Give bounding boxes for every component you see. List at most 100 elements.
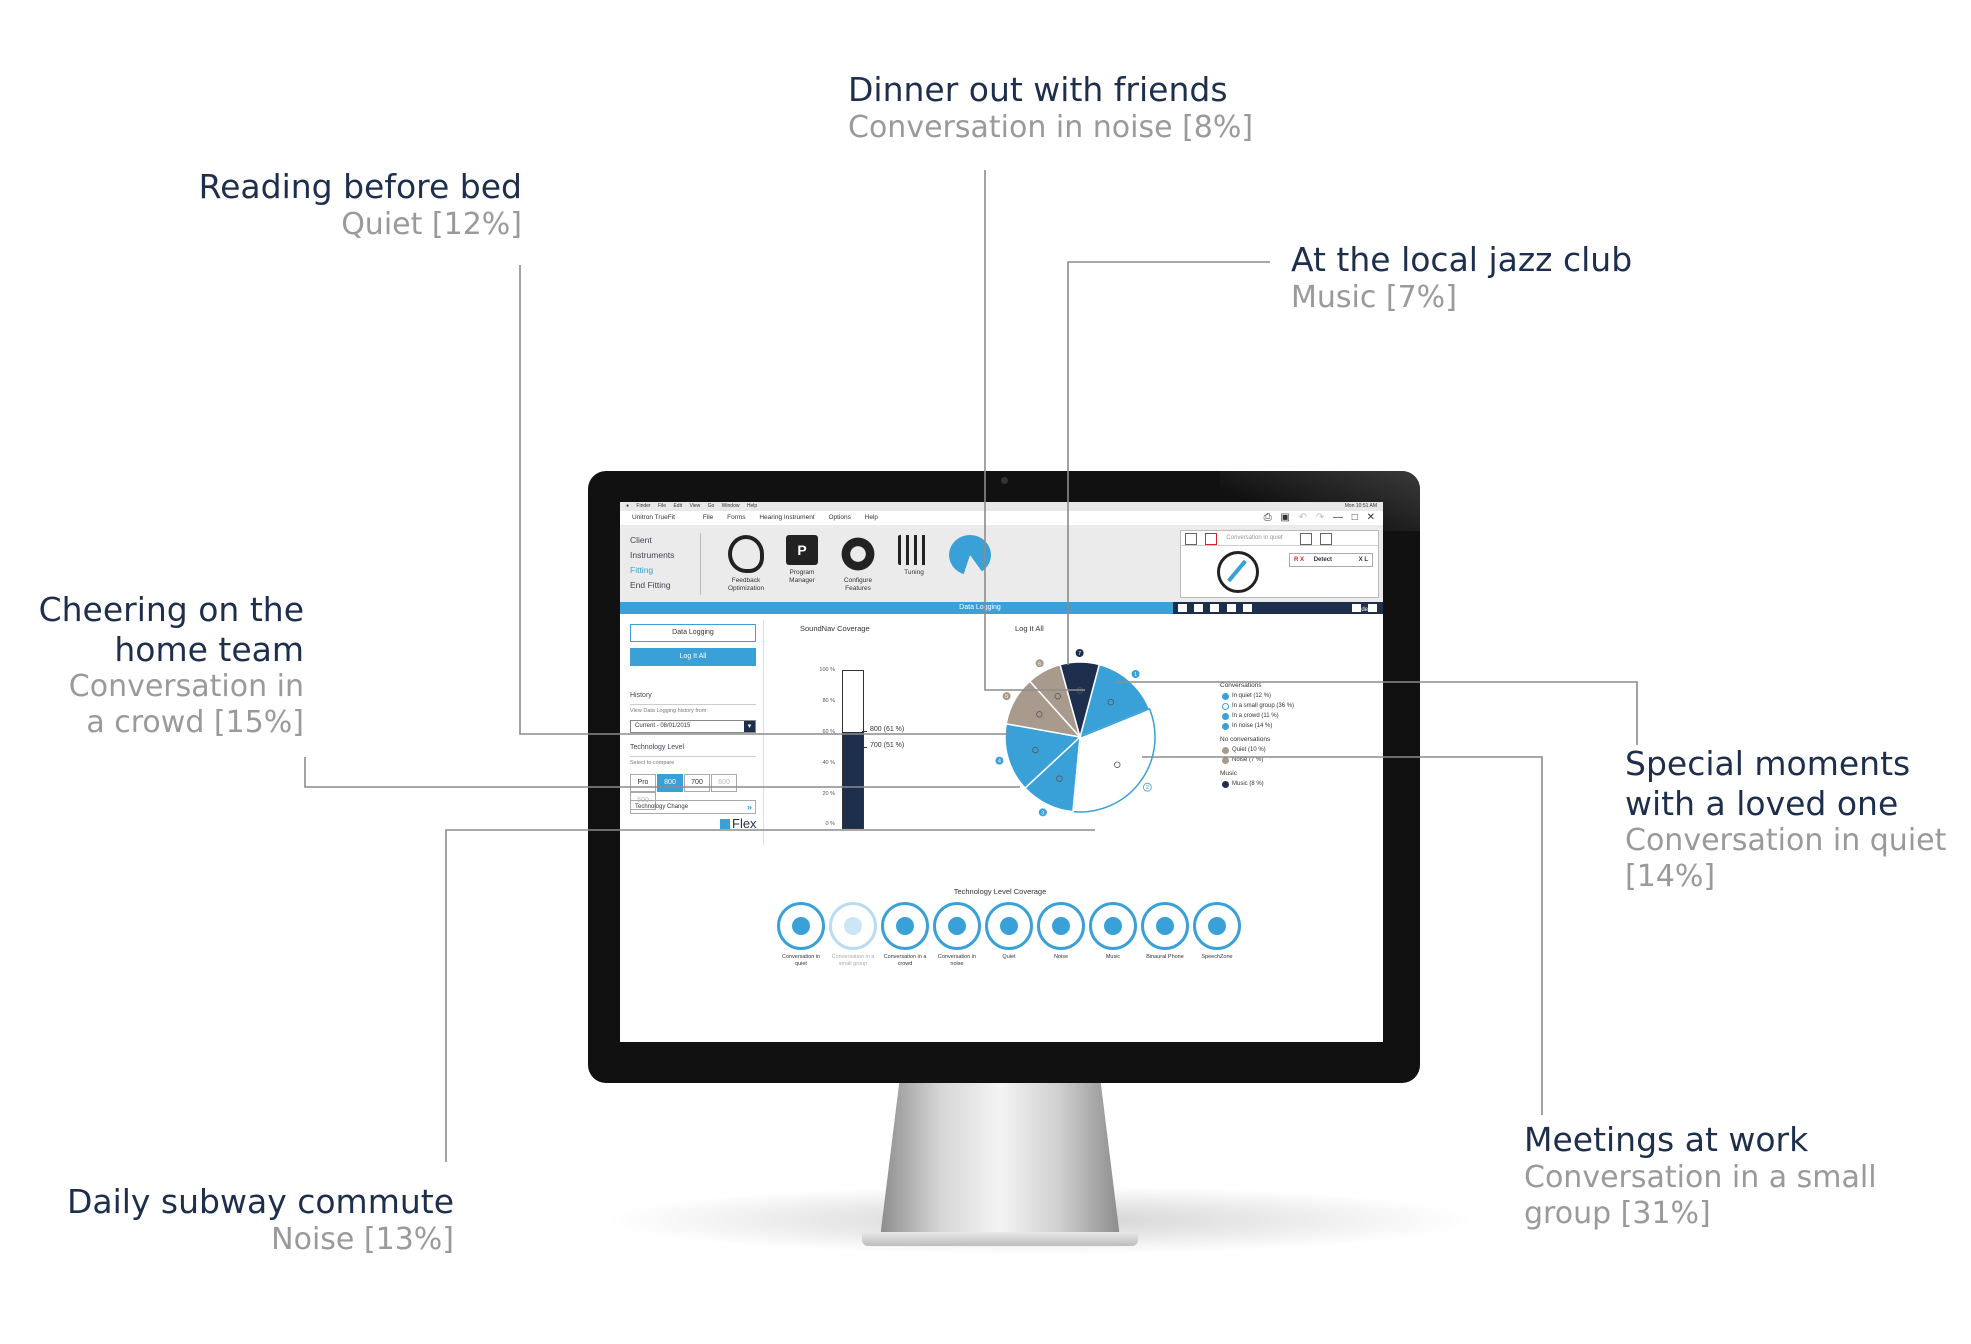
redo-icon[interactable]: ↷: [1315, 512, 1325, 523]
callout-cheering: Cheering on the home team Conversation i…: [20, 590, 304, 741]
tech-level-700[interactable]: 700: [684, 774, 710, 792]
coverage-item-label: Noise: [1053, 954, 1069, 960]
nav-divider: [700, 533, 701, 595]
tuning-icon: [898, 535, 930, 565]
tool-tuning[interactable]: Tuning: [886, 535, 942, 577]
callout-subway: Daily subway commute Noise [13%]: [60, 1182, 454, 1258]
pie-slice-number: 4: [998, 759, 1001, 765]
maximize-icon[interactable]: □: [1351, 512, 1358, 523]
mac-menu-item[interactable]: Window: [721, 503, 740, 509]
callout-jazz: At the local jazz club Music [7%]: [1291, 240, 1632, 316]
callout-subtitle: Noise [13%]: [271, 1221, 454, 1257]
pie-anchor-dot: [1054, 693, 1061, 700]
legend-item: Noise (7 %): [1220, 755, 1380, 765]
conversation-small-group-icon: [829, 902, 877, 950]
list-icon[interactable]: [1194, 604, 1204, 612]
technology-change-button[interactable]: Technology Change »: [630, 800, 756, 814]
data-logging-sidebar: Data Logging Log It All History View Dat…: [630, 624, 758, 844]
pie-slice-number: 1: [1134, 672, 1137, 678]
mac-menu-item[interactable]: Edit: [673, 503, 683, 509]
nav-instruments[interactable]: Instruments: [630, 550, 675, 560]
detect-label: Detect: [1313, 557, 1333, 563]
tech-level-pro[interactable]: Pro: [630, 774, 656, 792]
coverage-item-speechzone[interactable]: SpeechZone: [1186, 902, 1248, 961]
user-icon[interactable]: [1320, 533, 1333, 545]
mac-menu-item[interactable]: View: [689, 503, 701, 509]
close-icon[interactable]: ✕: [1366, 512, 1375, 523]
legend-dot: [1222, 713, 1229, 720]
coverage-item-label: crowd: [897, 961, 913, 967]
conversation-noise-icon: [933, 902, 981, 950]
nav-end-fitting[interactable]: End Fitting: [630, 580, 671, 590]
apple-icon[interactable]: ●: [626, 503, 630, 509]
refresh-icon[interactable]: [1185, 533, 1197, 545]
callout-title-line: Cheering on the: [38, 590, 304, 629]
nav-fitting[interactable]: Fitting: [630, 565, 654, 575]
program-name[interactable]: Conversation in quiet: [1226, 535, 1283, 541]
tool-configure-features[interactable]: Configure Features: [830, 535, 886, 593]
pie-anchor-dot: [1114, 761, 1121, 768]
tool-feedback-optimization[interactable]: Feedback Optimization: [718, 535, 774, 593]
right-ear-indicator: R X: [1294, 557, 1305, 563]
menu-file[interactable]: File: [702, 514, 714, 521]
warning-icon[interactable]: [1210, 604, 1220, 612]
divider: [630, 756, 756, 757]
mac-menu-item[interactable]: File: [658, 503, 667, 509]
quiet-ear-icon: [985, 902, 1033, 950]
speech-icon[interactable]: [1242, 604, 1252, 612]
compass-small-icon[interactable]: [1226, 604, 1236, 612]
mac-menu-item[interactable]: Finder: [636, 503, 651, 509]
menu-help[interactable]: Help: [864, 514, 879, 521]
pie-slice-number: 3: [1041, 810, 1044, 816]
y-tick: 80 %: [822, 698, 835, 704]
legend-heading-conversations: Conversations: [1220, 682, 1262, 689]
left-ear-indicator: X L: [1358, 557, 1368, 563]
record-icon[interactable]: [1204, 533, 1217, 545]
add-icon[interactable]: +: [1368, 604, 1377, 615]
tech-level-600[interactable]: 600: [711, 774, 737, 792]
undo-icon[interactable]: ↶: [1298, 512, 1308, 523]
save-icon[interactable]: ▣: [1280, 512, 1290, 523]
minimize-icon[interactable]: —: [1333, 512, 1343, 523]
print-icon[interactable]: ⎙: [1263, 512, 1272, 523]
callout-subtitle: Conversation in noise [8%]: [848, 109, 1254, 145]
legend-dot: [1222, 693, 1229, 700]
coverage-bar: [842, 670, 864, 829]
mac-menu-item[interactable]: Go: [707, 503, 715, 509]
mac-menu-item[interactable]: Help: [746, 503, 758, 509]
y-tick: 100 %: [819, 667, 835, 673]
menu-forms[interactable]: Forms: [727, 514, 746, 521]
callout-title: At the local jazz club: [1291, 240, 1633, 279]
callout-dinner: Dinner out with friends Conversation in …: [848, 70, 1253, 146]
tool-data-logging[interactable]: [942, 535, 998, 579]
speaker-icon[interactable]: [1300, 533, 1313, 545]
coverage-item-label: quiet: [795, 961, 807, 967]
tool-program-manager[interactable]: P Program Manager: [774, 535, 830, 585]
tech-level-800[interactable]: 800: [657, 774, 683, 792]
coverage-marker-800: [862, 731, 867, 733]
app-screen: ● Finder File Edit View Go Window Help M…: [620, 502, 1383, 1042]
nav-client[interactable]: Client: [630, 535, 652, 545]
ear-icon: [728, 535, 764, 573]
menu-hearing-instrument[interactable]: Hearing Instrument: [759, 514, 815, 521]
coverage-item-label: SpeechZone: [1201, 954, 1233, 960]
person-icon[interactable]: [1178, 604, 1187, 612]
menu-options[interactable]: Options: [828, 514, 851, 521]
pie-slice-number: 7: [1078, 651, 1081, 657]
history-select[interactable]: Current - 08/01/2015 ▾: [630, 720, 756, 733]
detect-box[interactable]: R X Detect X L: [1289, 553, 1373, 567]
pie-anchor-dot: [1056, 775, 1063, 782]
legend-label: In a small group (36 %): [1232, 703, 1295, 709]
pie-anchor-dot: [1107, 698, 1114, 706]
coverage-item-label: Quiet: [1002, 954, 1016, 960]
tech-level-sublabel: Select to compare: [630, 760, 675, 766]
instrument-status-panel: Conversation in quiet R X Detect X L: [1180, 530, 1379, 598]
divider: [630, 704, 756, 705]
pie-slice-marker: [1131, 670, 1140, 679]
double-chevron-right-icon: »: [746, 802, 752, 812]
speechzone-icon: [1193, 902, 1241, 950]
guided-fitting-label[interactable]: Guided Fitting: [1352, 604, 1371, 625]
data-logging-button[interactable]: Data Logging: [630, 624, 756, 642]
log-it-all-button[interactable]: Log It All: [630, 648, 756, 666]
